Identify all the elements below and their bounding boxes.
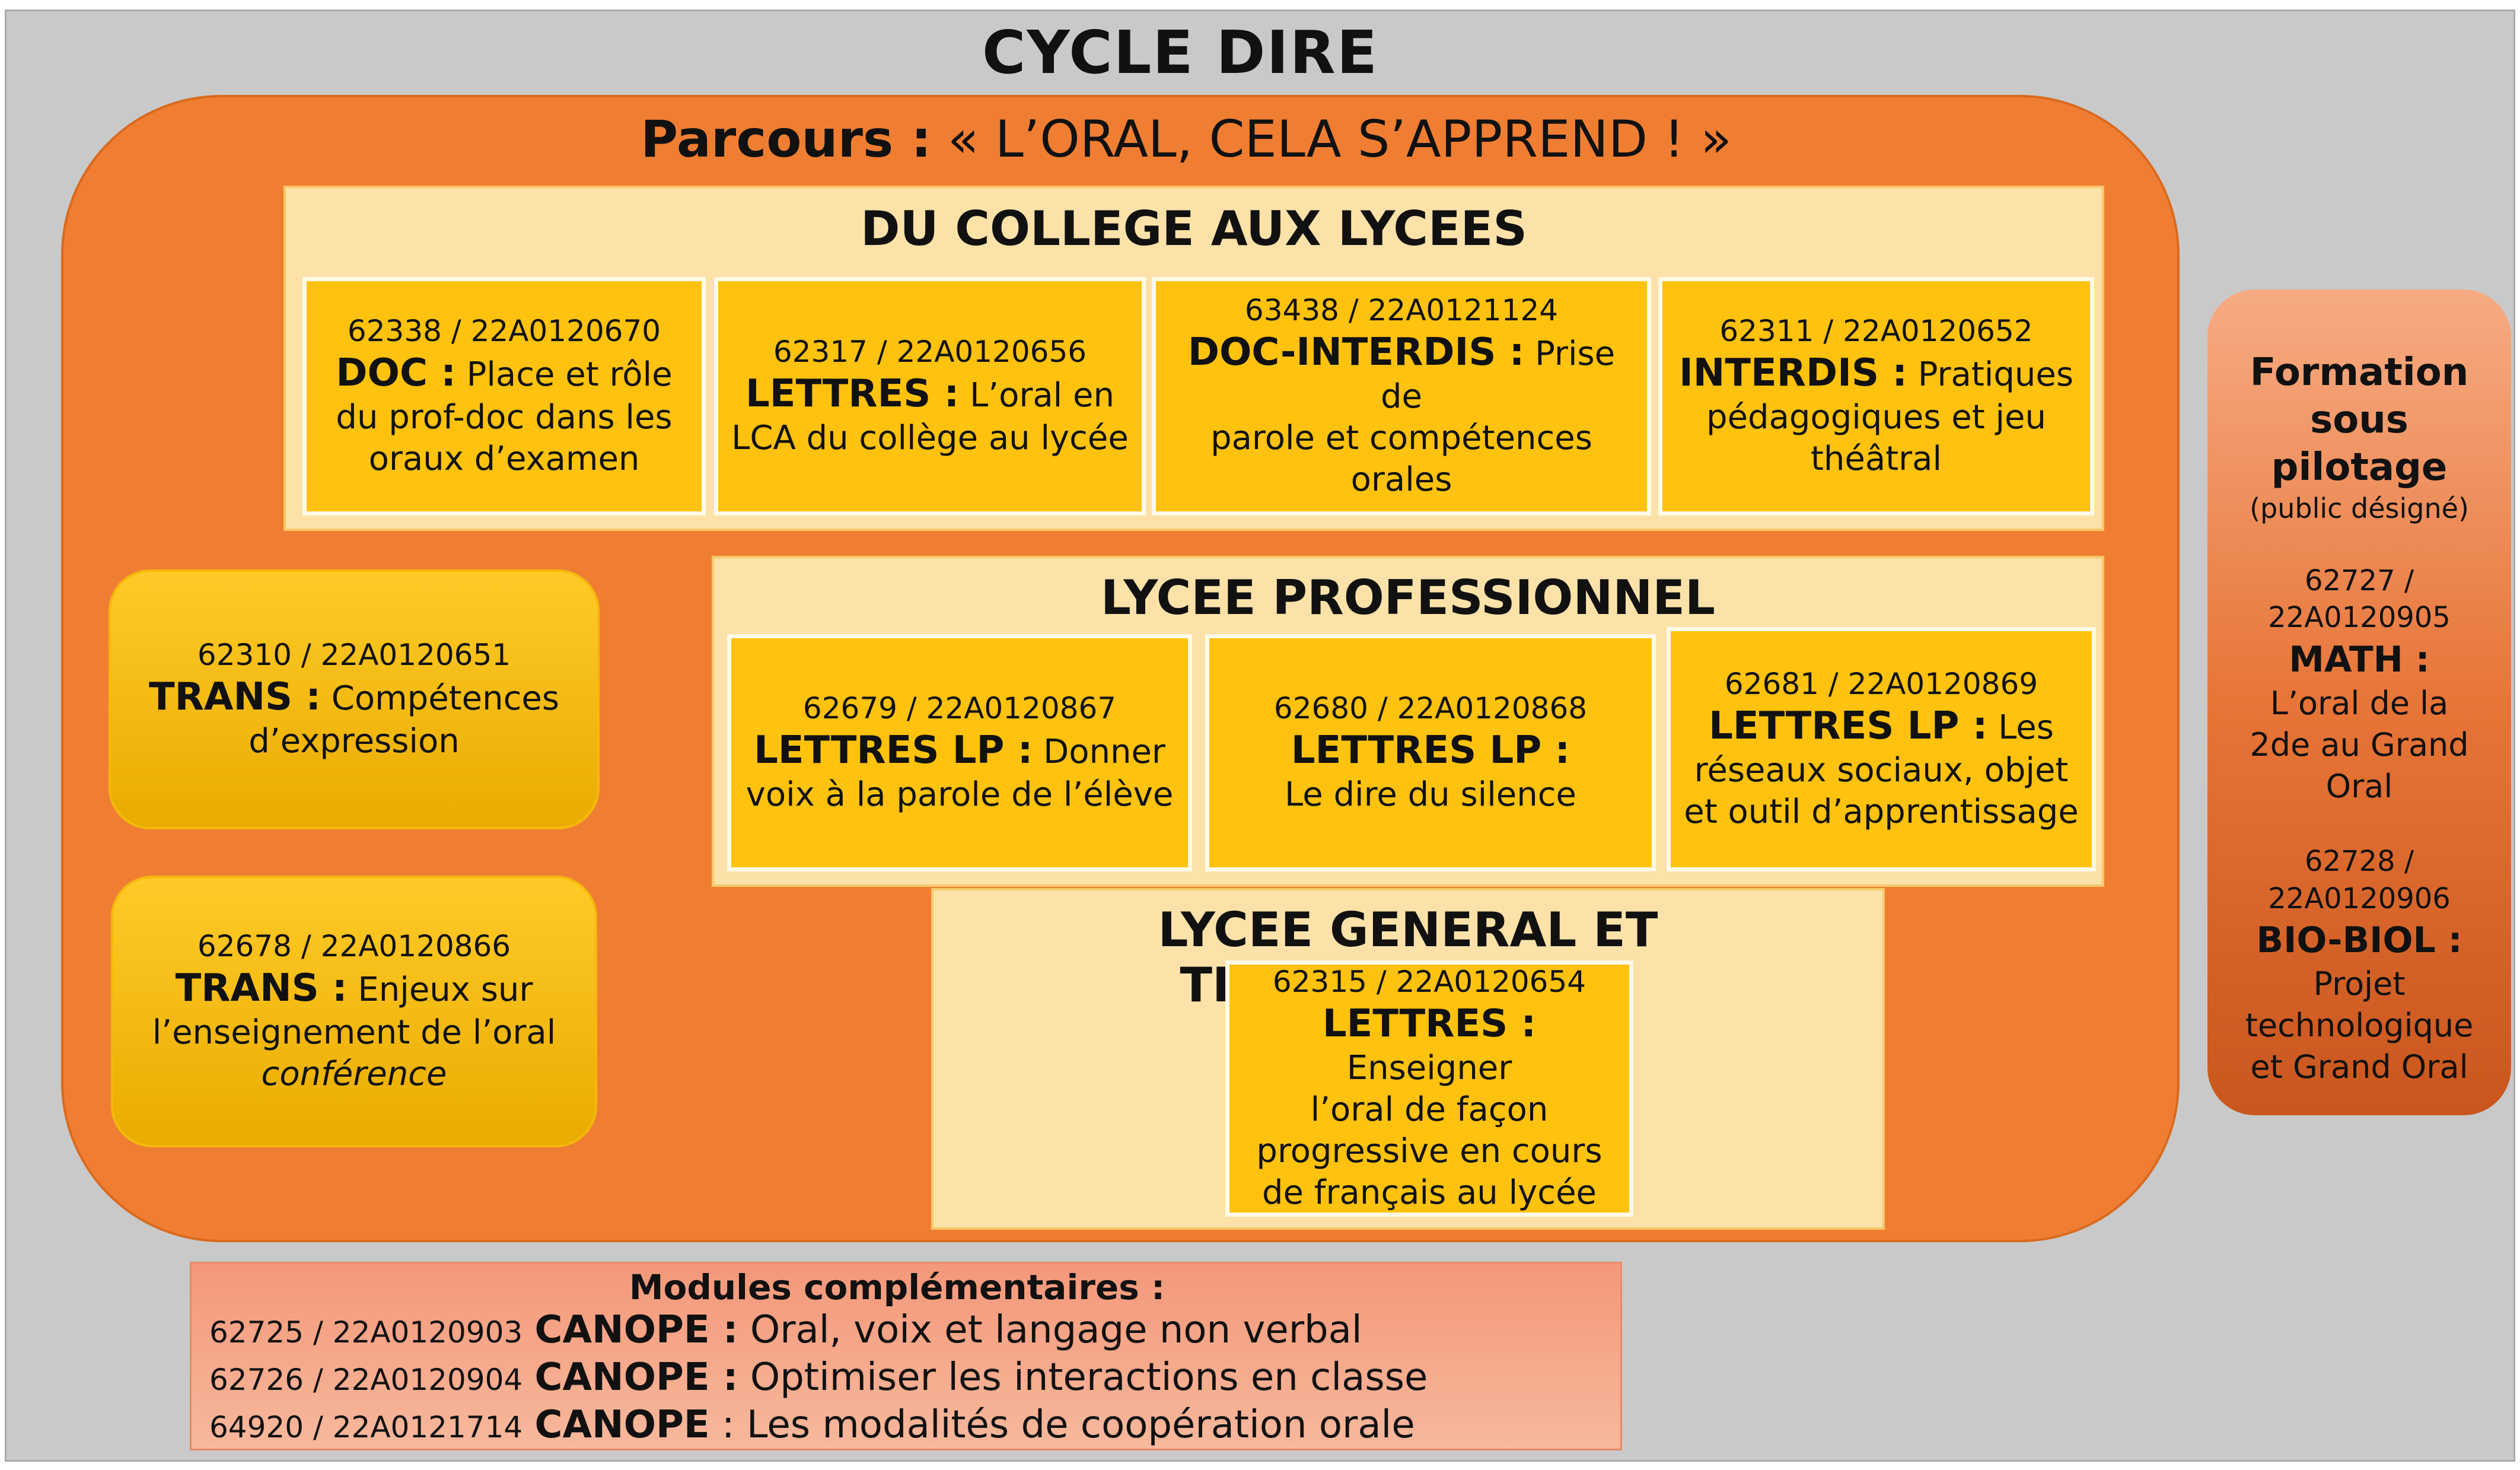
course-title-line: voix à la parole de l’élève <box>746 775 1174 814</box>
course-title-line: et outil d’apprentissage <box>1684 793 2079 832</box>
course-tag: LETTRES : <box>1322 1002 1537 1046</box>
section-college-title: DU COLLEGE AUX LYCEES <box>861 201 1527 256</box>
modules-box: Modules complémentaires : 62725 / 22A012… <box>190 1262 1622 1450</box>
pilotage-tag: MATH : <box>2289 638 2430 680</box>
pilotage-title-line: pilotage <box>2271 446 2448 489</box>
course-tag: LETTRES LP : <box>754 728 1033 773</box>
course-code: 62680 / 22A0120868 <box>1273 691 1588 726</box>
course-title-line: LETTRES LP : Donner <box>754 728 1165 773</box>
pilotage-code: 62727 / <box>2304 564 2414 597</box>
course-title-line: Le dire du silence <box>1285 775 1576 814</box>
module-tag: CANOPE : <box>534 1356 738 1399</box>
course-title-line: d’expression <box>249 722 460 761</box>
pilotage-title-line: sous <box>2310 398 2409 442</box>
diagram-title: CYCLE DIRE <box>982 18 1378 87</box>
module-row: 62726 / 22A0120904 CANOPE : Optimiser le… <box>209 1355 1620 1402</box>
pilotage-code: 62728 / <box>2304 845 2414 879</box>
parcours-label: Parcours : <box>641 110 932 169</box>
course-title-line: l’enseignement de l’oral <box>152 1013 556 1052</box>
course-title-line: pédagogiques et jeu <box>1706 398 2046 437</box>
course-title-line: LETTRES LP : <box>1291 727 1570 774</box>
course-title-line: TRANS : Compétences <box>148 675 560 720</box>
parcours-heading: Parcours : « L’ORAL, CELA S’APPREND ! » <box>415 110 1957 169</box>
course-tag: LETTRES : <box>746 372 960 416</box>
course-title-line: conférence <box>261 1055 447 1094</box>
section-college: DU COLLEGE AUX LYCEES 62338 / 22A0120670… <box>283 186 2104 531</box>
course-card-lettres-lp-3: 62681 / 22A0120869 LETTRES LP : Les rése… <box>1667 627 2096 871</box>
pilotage-title-line: Formation <box>2250 351 2469 394</box>
pilotage-line: technologique <box>2245 1007 2474 1045</box>
pilotage-line: et Grand Oral <box>2250 1048 2468 1086</box>
course-code: 62681 / 22A0120869 <box>1724 666 2038 701</box>
module-text: Oral, voix et langage non verbal <box>738 1308 1362 1352</box>
pilotage-line: Oral <box>2325 767 2393 805</box>
module-row: 64920 / 22A0121714 CANOPE : Les modalité… <box>209 1402 1620 1450</box>
course-title-line: du prof-doc dans les <box>336 398 673 437</box>
modules-title: Modules complémentaires : <box>629 1267 1165 1307</box>
course-code: 62317 / 22A0120656 <box>773 334 1087 369</box>
course-tag: DOC-INTERDIS : <box>1187 330 1525 375</box>
course-title-line: de français au lycée <box>1262 1173 1597 1213</box>
pilotage-subtitle: (public désigné) <box>2250 492 2469 524</box>
module-text: Optimiser les interactions en classe <box>738 1356 1428 1399</box>
module-tag: CANOPE : <box>534 1308 738 1352</box>
course-card-lettres-lp-2: 62680 / 22A0120868 LETTRES LP : Le dire … <box>1205 634 1656 871</box>
course-title-line: réseaux sociaux, objet <box>1694 751 2069 790</box>
module-code: 64920 / 22A0121714 <box>209 1410 523 1444</box>
course-code: 63438 / 22A0121124 <box>1244 292 1559 327</box>
course-title-line: orales <box>1350 460 1452 499</box>
section-lgt: LYCEE GENERAL ET TECHNOLOGIQUE 62315 / 2… <box>931 888 1885 1230</box>
course-title-line: LETTRES LP : Les <box>1709 704 2054 749</box>
parcours-text: « L’ORAL, CELA S’APPREND ! » <box>931 110 1732 169</box>
course-title-line: théâtral <box>1810 440 1942 479</box>
pilotage-code: 22A0120905 <box>2268 601 2451 635</box>
module-text: : Les modalités de coopération orale <box>709 1403 1415 1447</box>
course-title-line: progressive en cours <box>1256 1132 1603 1171</box>
module-row: 62725 / 22A0120903 CANOPE : Oral, voix e… <box>209 1307 1620 1355</box>
section-lp-title: LYCEE PROFESSIONNEL <box>1101 570 1715 625</box>
pilotage-panel: Formation sous pilotage (public désigné)… <box>2207 289 2511 1115</box>
course-tag: INTERDIS : <box>1678 351 1907 396</box>
course-code: 62311 / 22A0120652 <box>1719 313 2033 348</box>
course-title-line: l’oral de façon <box>1310 1090 1549 1129</box>
course-title-line: parole et compétences <box>1210 419 1592 458</box>
course-card-lettres: 62317 / 22A0120656 LETTRES : L’oral en L… <box>714 277 1146 516</box>
course-card-lettres-lp-1: 62679 / 22A0120867 LETTRES LP : Donner v… <box>727 634 1192 871</box>
trans-card-2: 62678 / 22A0120866 TRANS : Enjeux sur l’… <box>111 876 597 1147</box>
trans-card-1: 62310 / 22A0120651 TRANS : Compétences d… <box>109 569 600 829</box>
course-code: 62678 / 22A0120866 <box>197 928 511 963</box>
section-lp: LYCEE PROFESSIONNEL 62679 / 22A0120867 L… <box>712 556 2104 887</box>
course-tag: TRANS : <box>148 675 321 720</box>
course-title-line: DOC-INTERDIS : Prise de <box>1187 330 1616 416</box>
course-title-line: TRANS : Enjeux sur <box>175 966 533 1011</box>
course-tag: TRANS : <box>175 966 348 1011</box>
course-title-line: LCA du collège au lycée <box>731 419 1129 458</box>
pilotage-code: 22A0120906 <box>2268 882 2451 915</box>
course-code: 62310 / 22A0120651 <box>197 637 511 672</box>
course-code: 62679 / 22A0120867 <box>802 691 1117 726</box>
course-card-lettres-lgt: 62315 / 22A0120654 LETTRES : Enseigner l… <box>1225 960 1633 1217</box>
course-title-line: LETTRES : Enseigner <box>1322 1002 1537 1088</box>
course-tag: LETTRES LP : <box>1709 704 1988 749</box>
module-tag: CANOPE <box>534 1403 710 1447</box>
course-title-line: oraux d’examen <box>368 440 640 479</box>
pilotage-line: L’oral de la <box>2270 684 2449 722</box>
module-code: 62725 / 22A0120903 <box>209 1315 523 1350</box>
course-card-interdis: 62311 / 22A0120652 INTERDIS : Pratiques … <box>1658 277 2094 516</box>
course-code: 62315 / 22A0120654 <box>1272 964 1586 999</box>
pilotage-line: 2de au Grand <box>2250 726 2469 763</box>
pilotage-tag: BIO-BIOL : <box>2256 919 2462 961</box>
course-card-doc-interdis: 63438 / 22A0121124 DOC-INTERDIS : Prise … <box>1152 277 1651 516</box>
course-tag: LETTRES LP : <box>1291 728 1570 773</box>
module-code: 62726 / 22A0120904 <box>209 1363 523 1397</box>
course-title-line: LETTRES : L’oral en <box>746 372 1114 416</box>
course-code: 62338 / 22A0120670 <box>347 313 661 348</box>
course-card-doc: 62338 / 22A0120670 DOC : Place et rôle d… <box>302 277 706 516</box>
course-tag: DOC : <box>336 351 456 396</box>
course-title-line: INTERDIS : Pratiques <box>1678 351 2074 396</box>
pilotage-line: Projet <box>2313 965 2406 1003</box>
course-title-line: DOC : Place et rôle <box>336 351 673 396</box>
